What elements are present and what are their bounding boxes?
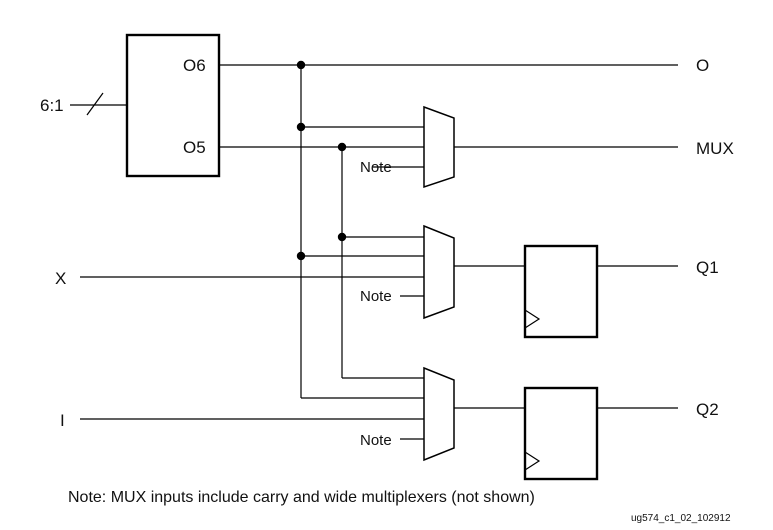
mux3 [423,366,455,462]
figure-id: ug574_c1_02_102912 [631,513,731,524]
flipflop-q2 [523,386,599,481]
junction-o5 [337,142,347,152]
junction-o6 [296,60,306,70]
output-q2-label: Q2 [696,400,719,419]
ff1-clock-icon [524,309,541,329]
footnote: Note: MUX inputs include carry and wide … [68,489,535,506]
mux2-note-label: Note [360,288,392,305]
lut-input-label: 6:1 [40,96,64,115]
mux3-note-label: Note [360,432,392,449]
mux1-note-label: Note [360,159,392,176]
bus-slash [86,92,104,116]
lut-o5-label: O5 [183,138,206,157]
flipflop-q1 [523,244,599,339]
mux1 [423,105,455,189]
ff2-clock-icon [524,451,541,471]
output-q1-label: Q1 [696,258,719,277]
input-i-label: I [60,411,65,430]
lut-o6-label: O6 [183,56,206,75]
mux2 [423,224,455,320]
input-x-label: X [55,269,66,288]
lut-block [125,33,221,178]
output-o-label: O [696,56,709,75]
output-mux-label: MUX [696,139,734,158]
